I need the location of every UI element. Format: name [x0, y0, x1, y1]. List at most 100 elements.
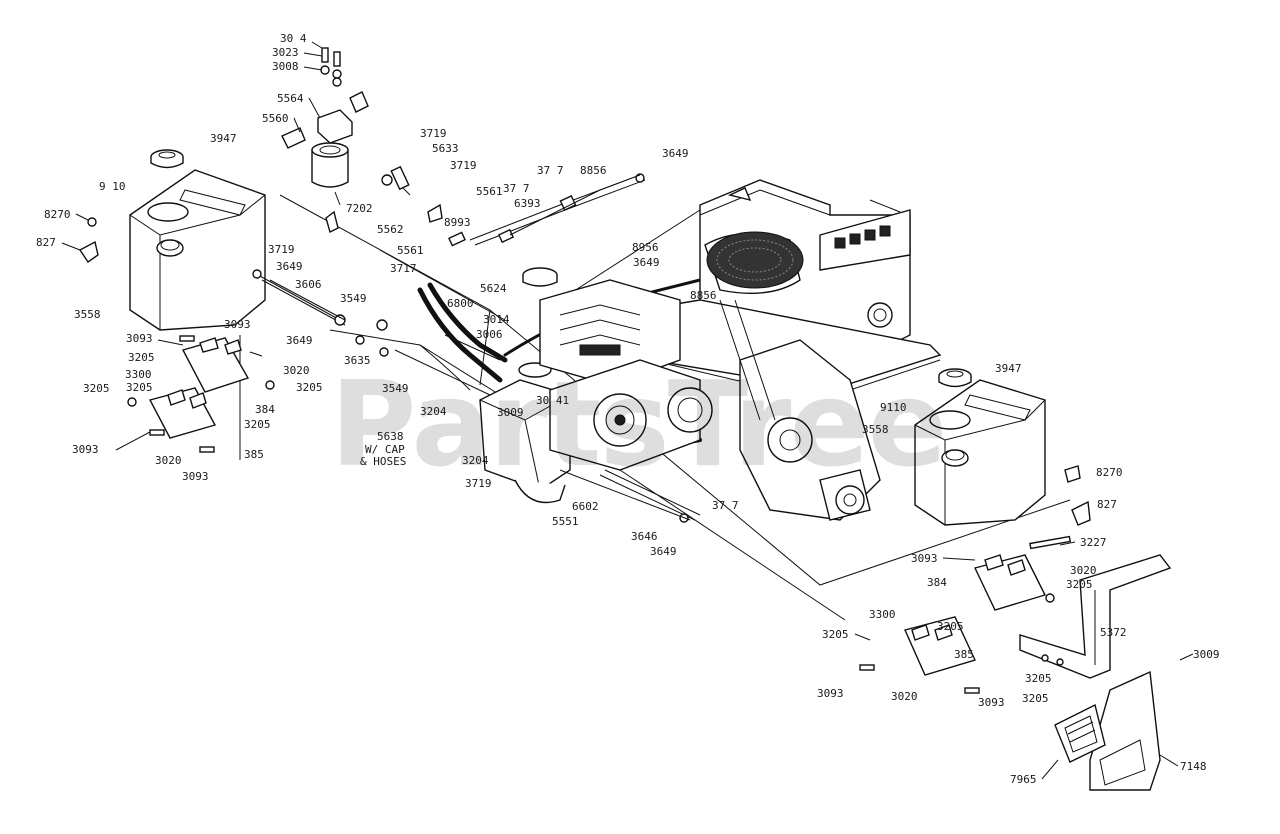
- callout-label: 3205: [126, 381, 153, 394]
- callout-label: 3606: [295, 278, 322, 291]
- callout-label: 3205: [822, 628, 849, 641]
- callout-label: 5624: [480, 282, 507, 295]
- callout-label: 3020: [283, 364, 310, 377]
- callout-label: 3635: [344, 354, 371, 367]
- callout-label: 8270: [44, 208, 71, 221]
- callout-label: 5638: [377, 430, 404, 443]
- callout-label: 3093: [182, 470, 209, 483]
- callout-label: 5564: [277, 92, 304, 105]
- callout-label: 8856: [580, 164, 607, 177]
- watermark: PartsTree: [330, 355, 946, 493]
- callout-label: 3646: [631, 530, 658, 543]
- callout-label: 8270: [1096, 466, 1123, 479]
- callout-label: 3649: [286, 334, 313, 347]
- bolts-top: [320, 47, 342, 87]
- callout-label: 37 7: [503, 182, 530, 195]
- callout-label: 5633: [432, 142, 459, 155]
- callout-label: 384: [927, 576, 947, 589]
- callout-label: 385: [244, 448, 264, 461]
- transaxle: [719, 299, 881, 521]
- callout-label: 5372: [1100, 626, 1127, 639]
- callout-label: 3649: [633, 256, 660, 269]
- callout-label: 37 7: [712, 499, 739, 512]
- callout-label: 6602: [572, 500, 599, 513]
- fuel-tank-right: [914, 379, 1046, 526]
- callout-label: & HOSES: [360, 455, 406, 468]
- callout-label: 3205: [244, 418, 271, 431]
- callout-label: 5562: [377, 223, 404, 236]
- fuel-tank-left: [129, 169, 266, 331]
- callout-label: 3093: [224, 318, 251, 331]
- callout-label: 3649: [662, 147, 689, 160]
- callout-label: 3947: [210, 132, 237, 145]
- callout-label: 3205: [1025, 672, 1052, 685]
- callout-label: 3719: [450, 159, 477, 172]
- engine-grille: [706, 231, 804, 289]
- callout-label: 5560: [262, 112, 289, 125]
- callout-label: W/ CAP: [365, 443, 405, 456]
- reservoir-bracket: [479, 267, 571, 504]
- callout-label: 3205: [1022, 692, 1049, 705]
- callout-label: 384: [255, 403, 275, 416]
- callout-label: 5561: [397, 244, 424, 257]
- callout-label: 3020: [155, 454, 182, 467]
- callout-label: 3947: [995, 362, 1022, 375]
- rear-plate: [1089, 670, 1161, 791]
- fuel-cap-left-icon: [150, 149, 184, 169]
- callout-label: 3649: [276, 260, 303, 273]
- fuel-vent-left-icon: [78, 217, 99, 263]
- callout-label: 7202: [346, 202, 373, 215]
- callout-label: 30 4: [280, 32, 307, 45]
- callout-label: 3300: [125, 368, 152, 381]
- callout-label: 5551: [552, 515, 579, 528]
- callout-label: 30 41: [536, 394, 569, 407]
- callout-label: 9110: [880, 401, 907, 414]
- callout-label: 3205: [296, 381, 323, 394]
- callout-label: 8956: [632, 241, 659, 254]
- callout-label: 3023: [272, 46, 299, 59]
- callout-label: 3093: [978, 696, 1005, 709]
- callout-label: 3719: [465, 477, 492, 490]
- callout-label: 3205: [937, 620, 964, 633]
- brackets-left: [127, 335, 275, 453]
- fuel-vent-right-icon: [1064, 465, 1091, 526]
- callout-label: 3205: [1066, 578, 1093, 591]
- callout-label: 9 10: [99, 180, 126, 193]
- callout-label: 827: [36, 236, 56, 249]
- callout-label: 3006: [476, 328, 503, 341]
- cables: [269, 174, 691, 521]
- callout-label: 3549: [382, 382, 409, 395]
- hydro-pumps: [539, 279, 713, 471]
- callout-label: 3204: [420, 405, 447, 418]
- callout-label: 3009: [1193, 648, 1220, 661]
- callout-label: 6393: [514, 197, 541, 210]
- callout-label: 7965: [1010, 773, 1037, 786]
- fuel-filter: [281, 91, 369, 188]
- callout-label: 5561: [476, 185, 503, 198]
- callout-label: 8856: [690, 289, 717, 302]
- callout-label: 3717: [390, 262, 417, 275]
- callout-label: 3093: [911, 552, 938, 565]
- callout-label: 3558: [862, 423, 889, 436]
- callout-label: 3558: [74, 308, 101, 321]
- callout-label: 385: [954, 648, 974, 661]
- callout-label: 827: [1097, 498, 1117, 511]
- callout-label: 37 7: [537, 164, 564, 177]
- hose-clamps: [252, 165, 689, 523]
- callout-label: 3093: [72, 443, 99, 456]
- callout-label: 3020: [1070, 564, 1097, 577]
- callout-label: 7148: [1180, 760, 1207, 773]
- tail-light-icon: [1054, 703, 1106, 763]
- callout-label: 3093: [817, 687, 844, 700]
- callout-label: 3719: [420, 127, 447, 140]
- callout-labels: 30 4 3023 3008 5564 5560 7202 3947 9 10 …: [36, 32, 1220, 786]
- callout-label: 3300: [869, 608, 896, 621]
- callout-label: 3205: [128, 351, 155, 364]
- callout-label: 3009: [497, 406, 524, 419]
- callout-label: 3205: [83, 382, 110, 395]
- callout-label: 6800: [447, 297, 474, 310]
- brackets-right: [859, 535, 1072, 694]
- leader-lines: [61, 41, 1194, 780]
- callout-label: 3227: [1080, 536, 1107, 549]
